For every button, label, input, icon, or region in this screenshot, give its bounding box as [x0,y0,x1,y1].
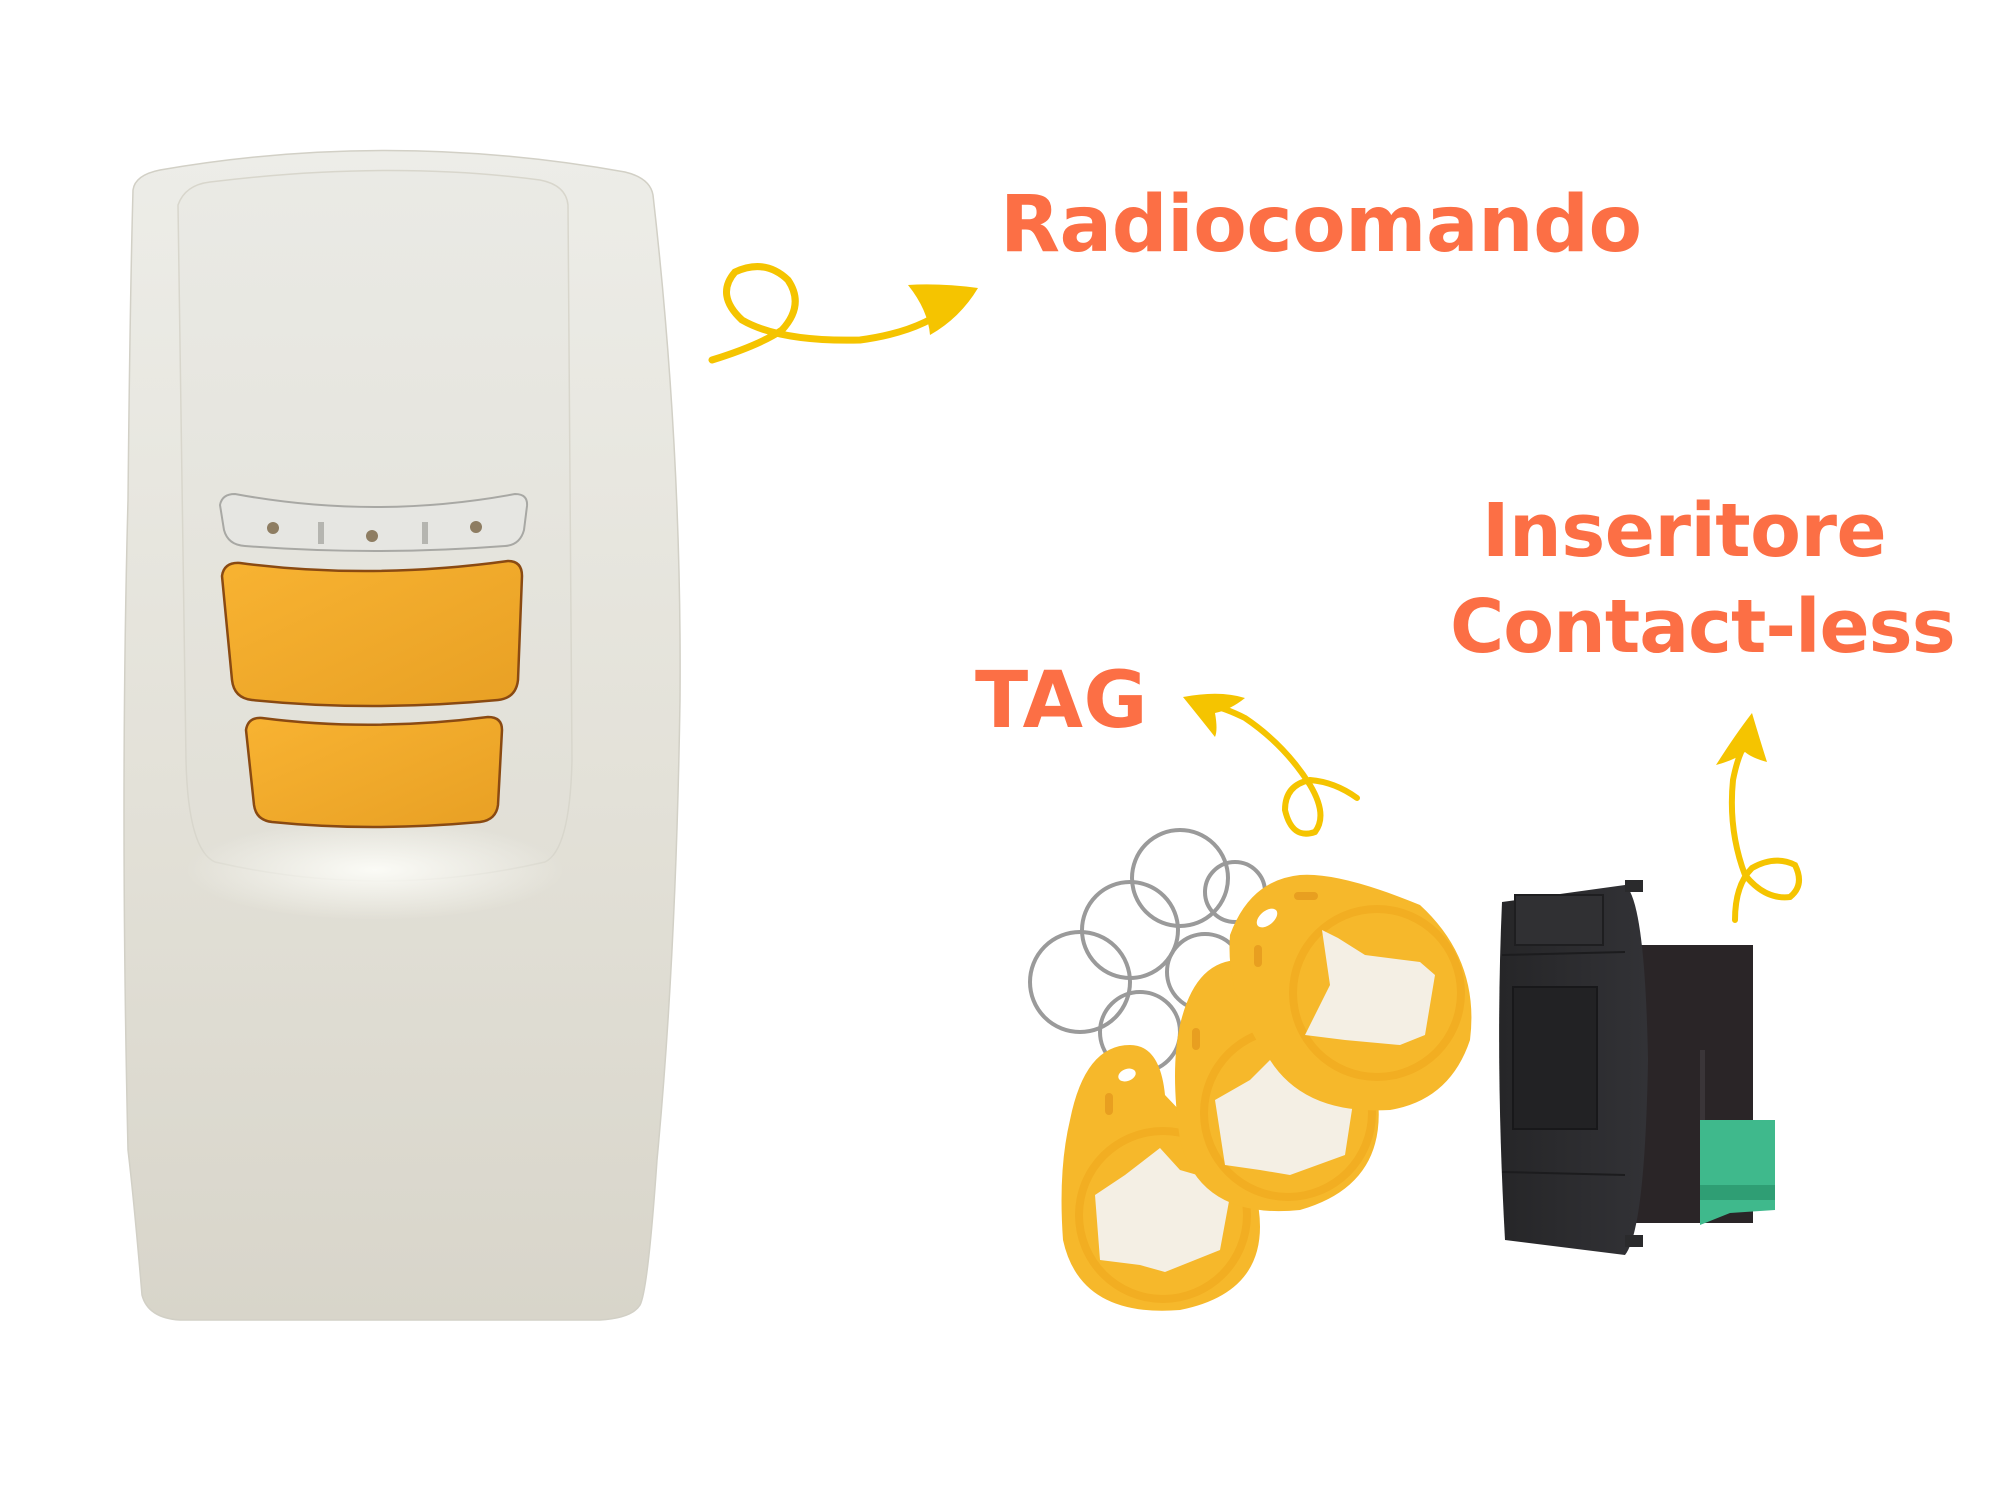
arrow-to-tag [1183,693,1360,837]
key-ring-icon [1080,880,1180,980]
label-contact-less: Contact-less [1450,584,1956,670]
arrow-icon [708,263,956,364]
label-inseritore: Inseritore [1482,488,1887,574]
arrow-to-reader [1716,713,1802,923]
led-icon [470,521,482,533]
led-divider [422,522,428,544]
terminal-block [1700,1120,1775,1225]
contactless-reader [1499,880,1775,1255]
led-icon [267,522,279,534]
terminal-shadow [1700,1185,1775,1200]
reader-slot [1700,1050,1705,1120]
remote-control [123,149,681,1321]
remote-button-2[interactable] [244,715,504,829]
led-window [218,492,529,552]
key-ring-icon [1028,930,1132,1034]
remote-button-1[interactable] [220,559,524,708]
arrowhead-icon [1716,713,1767,765]
rfid-tags [1028,828,1472,1311]
reader-clip [1625,880,1643,892]
led-icon [366,530,378,542]
reader-top-window [1514,894,1604,946]
arrowhead-icon [1183,693,1245,737]
rfid-tag [1229,874,1472,1111]
remote-highlight [185,820,565,920]
arrow-icon [1207,702,1360,837]
label-radiocomando: Radiocomando [1000,180,1642,270]
label-tag: TAG [975,656,1149,746]
led-indicators [267,521,482,544]
arrowhead-icon [908,284,978,335]
reader-sensor-window [1512,986,1598,1130]
arrow-to-radiocomando [708,263,978,364]
arrow-icon [1728,742,1802,923]
led-divider [318,522,324,544]
dog-logo-icon [1095,1148,1232,1272]
dog-logo-icon [1305,930,1435,1045]
reader-clip [1625,1235,1643,1247]
key-ring-icon [1130,828,1230,928]
